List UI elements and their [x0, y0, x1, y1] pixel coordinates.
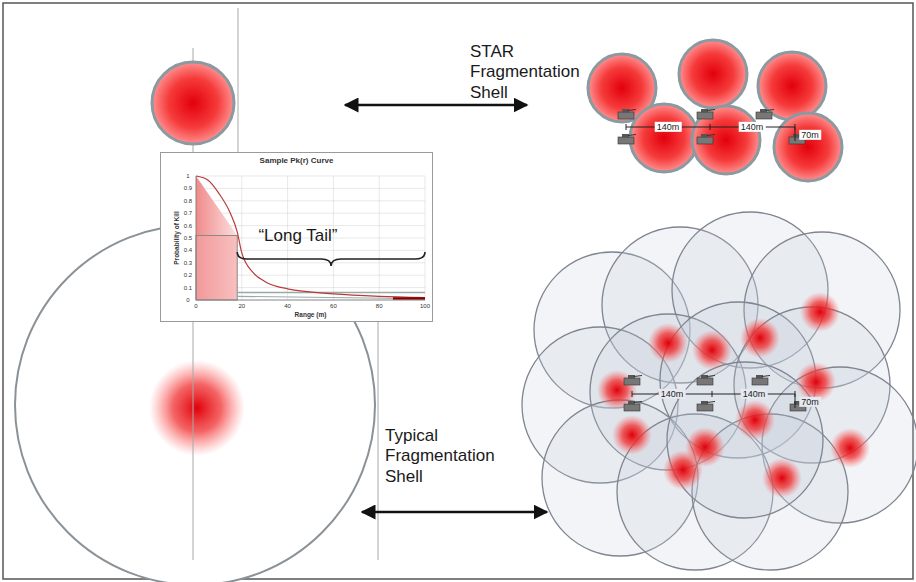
typical-lethal-core — [149, 360, 245, 456]
vehicle-icon — [624, 375, 642, 385]
tick-label: 0.9 — [184, 185, 192, 192]
tick-label: 0 — [186, 297, 189, 304]
lethal-core — [735, 400, 775, 440]
axis-title: Range (m) — [295, 311, 327, 318]
dimension-line — [626, 124, 795, 141]
pk-curve — [196, 176, 425, 298]
axes — [196, 176, 425, 300]
dimension-label: 140m — [741, 389, 768, 399]
star-shell — [679, 40, 747, 108]
tick-label: 0.7 — [184, 210, 192, 217]
lethal-core — [663, 450, 703, 490]
tail-end — [393, 297, 425, 300]
chart-panel — [160, 152, 433, 322]
axis-title: Probability of Kill — [173, 211, 180, 264]
vehicle-icon — [624, 401, 642, 411]
tick-label: 0.8 — [184, 197, 192, 204]
tick-label: 0.6 — [184, 222, 192, 229]
vehicle-icon — [618, 109, 636, 119]
tick-label: 0 — [194, 303, 197, 310]
tick-label: 0.1 — [184, 284, 192, 291]
chart-title: Sample Pk(r) Curve — [161, 156, 432, 165]
lethal-core — [597, 370, 637, 410]
star-shell — [692, 106, 760, 174]
dimension-label: 140m — [655, 122, 682, 132]
tick-label: 20 — [238, 303, 245, 310]
star-shell — [758, 52, 826, 120]
star-shell — [630, 104, 698, 172]
cookie-cutter-area — [196, 236, 237, 300]
dimension-label: 140m — [659, 389, 686, 399]
star-shell — [774, 113, 842, 181]
gridlines — [196, 176, 425, 300]
kill-area — [196, 176, 237, 300]
tick-label: 1 — [186, 173, 189, 180]
double-arrow — [345, 104, 527, 107]
tick-label: 0.3 — [184, 259, 192, 266]
brace — [237, 252, 425, 266]
star-shell — [152, 62, 234, 144]
tick-label: 60 — [330, 303, 337, 310]
star-cluster — [588, 40, 842, 181]
lethal-core — [612, 415, 652, 455]
vehicle-icon — [697, 109, 715, 119]
lethal-core — [800, 292, 840, 332]
typical-cluster — [522, 212, 916, 570]
vehicle-icon — [618, 134, 636, 144]
vehicle-icon — [752, 375, 770, 385]
annotation: “Long Tail” — [258, 226, 337, 246]
tick-label: 0.4 — [184, 247, 192, 254]
vehicle-icon — [697, 134, 715, 144]
tick-label: 40 — [284, 303, 291, 310]
vehicle-icon — [697, 401, 715, 411]
pk-chart — [160, 152, 433, 322]
dimension-label: 70m — [799, 130, 821, 140]
lethal-core — [740, 318, 780, 358]
tick-label: 80 — [376, 303, 383, 310]
dimension-label: 140m — [739, 122, 766, 132]
shell-label: Typical Fragmentation Shell — [385, 426, 503, 487]
lethal-core — [648, 323, 688, 363]
lethal-core — [762, 458, 802, 498]
tick-label: 100 — [420, 303, 430, 310]
double-arrow — [362, 511, 547, 514]
radius-line — [378, 300, 379, 560]
vehicle-icon — [756, 109, 774, 119]
tick-label: 0.5 — [184, 235, 192, 242]
lethal-core — [830, 428, 870, 468]
tick-label: 0.2 — [184, 272, 192, 279]
vehicle-icon — [697, 375, 715, 385]
dimension-line — [632, 391, 795, 408]
lethal-core — [692, 330, 732, 370]
dimension-label: 70m — [799, 397, 821, 407]
shell-label: STAR Fragmentation Shell — [470, 42, 588, 103]
